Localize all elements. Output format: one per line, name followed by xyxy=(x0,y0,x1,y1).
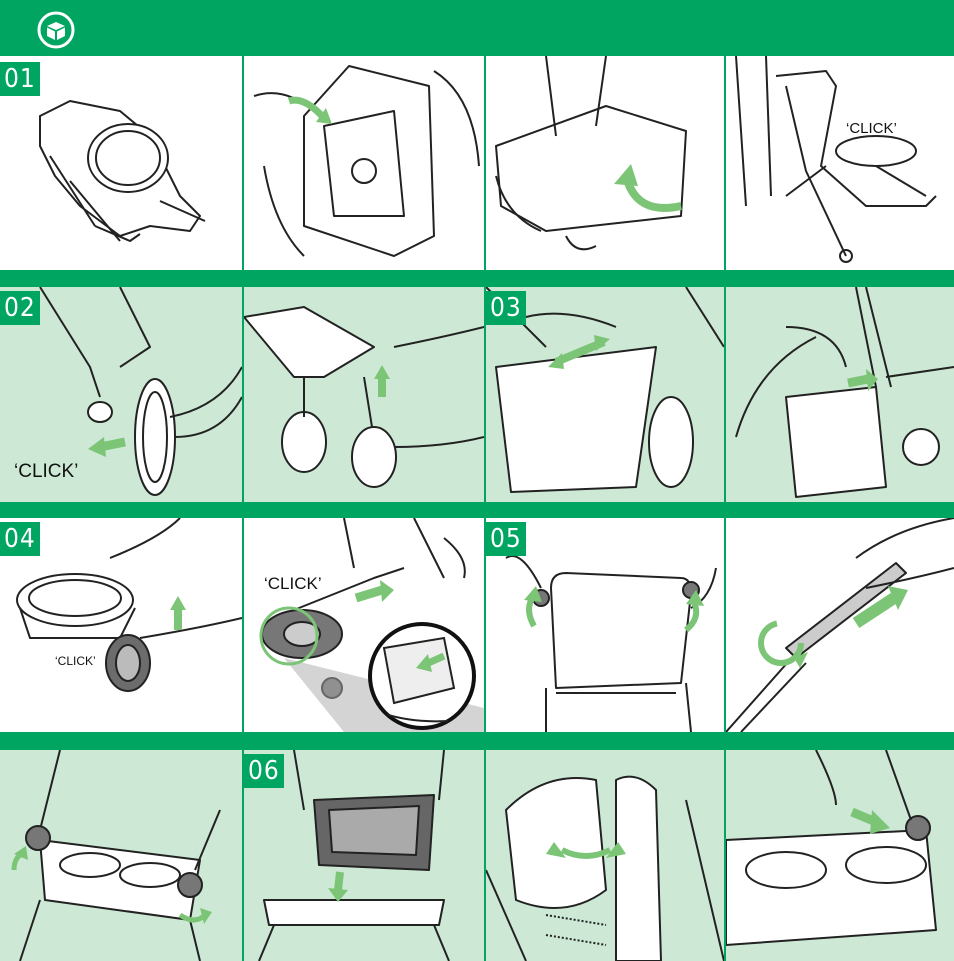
rear-axle-illustration xyxy=(244,518,484,732)
panel-r3-2: ‘CLICK’ xyxy=(244,518,484,732)
handle-knob-illustration xyxy=(726,518,954,732)
row-separator xyxy=(0,270,954,287)
row-separator xyxy=(0,732,954,750)
canopy-fasten-illustration xyxy=(486,750,724,961)
panel-r1-4: ‘CLICK’ xyxy=(726,56,954,270)
stroller-unfolded-illustration xyxy=(726,56,954,270)
tray-clip-illustration xyxy=(726,750,954,961)
panel-r2-3: 03 xyxy=(486,287,724,502)
panel-r1-1: 01 xyxy=(0,56,242,270)
step-number-badge: 05 xyxy=(486,522,526,556)
row-separator xyxy=(0,502,954,518)
box-icon xyxy=(36,10,76,50)
panel-r2-1: 02 ‘CLICK’ xyxy=(0,287,242,502)
stroller-unfold-illustration xyxy=(244,56,484,270)
step-number-badge: 06 xyxy=(244,754,284,788)
step-number-badge: 04 xyxy=(0,522,40,556)
stroller-lift-illustration xyxy=(486,56,724,270)
step-number-badge: 02 xyxy=(0,291,40,325)
front-wheels-illustration xyxy=(244,287,484,502)
panel-r4-4 xyxy=(726,750,954,961)
click-label: ‘CLICK’ xyxy=(846,120,897,137)
step-number-badge: 03 xyxy=(486,291,526,325)
panel-r2-4 xyxy=(726,287,954,502)
panel-r4-2: 06 xyxy=(244,750,484,961)
click-label: ‘CLICK’ xyxy=(14,461,78,483)
panel-r3-4 xyxy=(726,518,954,732)
panel-r3-1: 04 ‘CLICK’ xyxy=(0,518,242,732)
panel-r1-2 xyxy=(244,56,484,270)
panel-r2-2 xyxy=(244,287,484,502)
step-number-badge: 01 xyxy=(0,62,40,96)
panel-r4-3 xyxy=(486,750,724,961)
panel-r4-1 xyxy=(0,750,242,961)
header-bar xyxy=(0,0,954,56)
click-label: ‘CLICK’ xyxy=(55,654,96,668)
panel-r3-3: 05 xyxy=(486,518,724,732)
tray-mount-illustration xyxy=(0,750,242,961)
panel-r1-3 xyxy=(486,56,724,270)
basket-clip-illustration xyxy=(726,287,954,502)
click-label: ‘CLICK’ xyxy=(264,574,322,594)
